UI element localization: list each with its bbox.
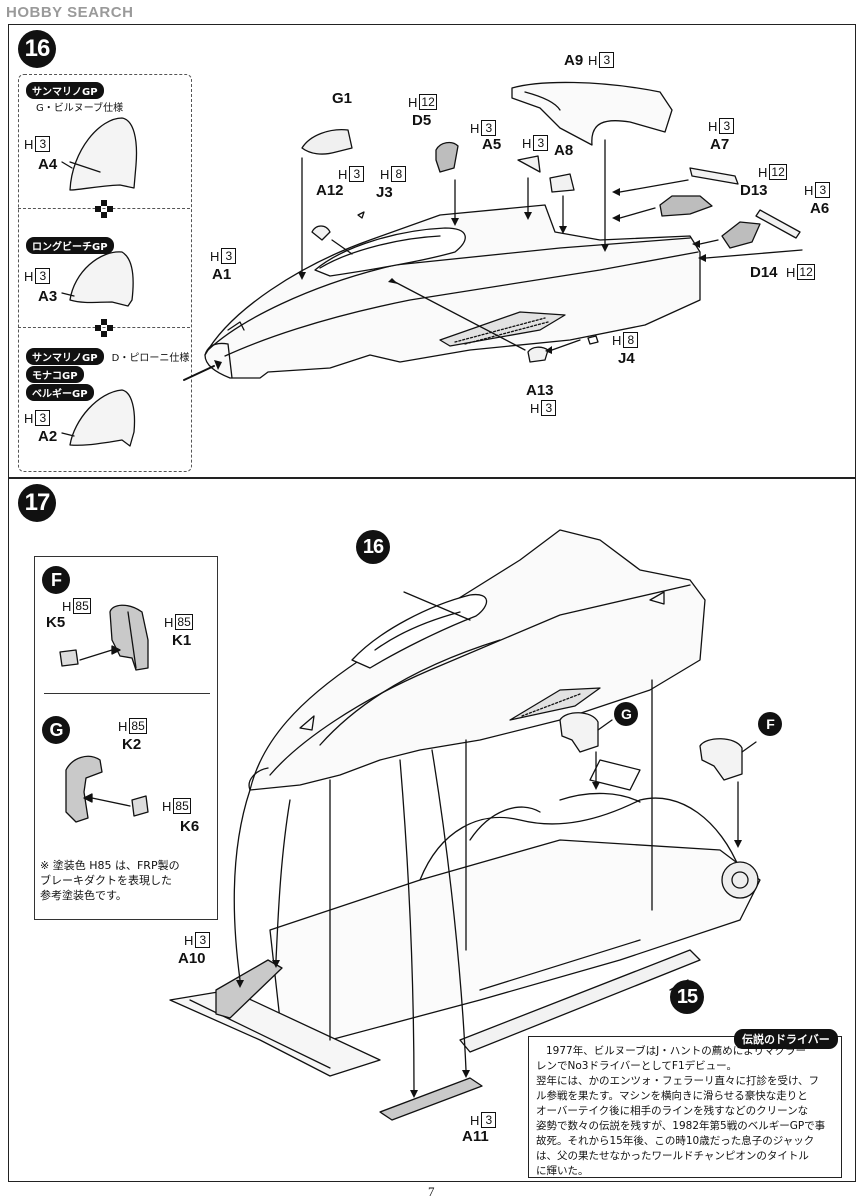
part-label-D5: D5 [412,112,432,129]
part-label-D14: D14 [750,264,778,281]
legend-line: 故死。それから15年後、この時10歳だった息子のジャック [536,1135,815,1147]
part-label-K5: K5 [46,614,66,631]
variant-1-subtitle: G・ビルヌーブ仕様 [36,103,124,114]
part-label-J3: J3 [376,184,393,201]
variant-divider-2 [18,327,190,328]
part-label-K2: K2 [122,736,142,753]
subassembly-G-label: G [42,716,70,744]
legend-line: は、父の果たせなかったワールドチャンピオンのタイトル [536,1150,809,1162]
legend-line: 姿勢で数々の伝説を残すが、1982年第5戦のベルギーGPで事 [536,1120,826,1132]
part-label-K6: K6 [180,818,200,835]
legend-title: 伝説のドライバー [734,1029,838,1049]
legend-line: ル参戦を果たす。マシンを横向きに滑らせる豪快な走りと [536,1090,808,1102]
part-label-A1: A1 [212,266,232,283]
legend-line: オーバーテイク後に相手のラインを残すなどのクリーンな [536,1105,809,1117]
race-badge: ロングビーチGP [26,237,114,254]
sub-assembly-panel [34,556,218,920]
part-label-A13: A13 [526,382,554,399]
part-label-A2: A2 [38,428,58,445]
legend-line: レンでNo3ドライバーとしてF1デビュー。 [536,1060,738,1072]
variant-3-subtitle: D・ピローニ仕様 [111,353,190,364]
legend-title-wrap: 伝説のドライバー [734,1028,838,1049]
race-badge: モナコGP [26,366,84,383]
paint-note-line: ブレーキダクトを表現した [40,874,172,887]
part-label-D13: D13 [740,182,768,199]
alternative-symbol-icon [95,200,113,222]
callout-G: G [614,702,638,726]
variant-3-badge-2: モナコGP [26,364,84,383]
race-badge: サンマリノGP [26,82,104,99]
variant-3-badge-3: ベルギーGP [26,382,94,401]
subassembly-F-label: F [42,566,70,594]
step16-frame [8,24,856,478]
race-badge: ベルギーGP [26,384,94,401]
part-label-A9: A9 [564,52,584,69]
part-label-A10: A10 [178,950,206,967]
paint-note: ※ 塗装色 H85 は、FRP製の ブレーキダクトを表現した 参考塗装色です。 [40,858,212,903]
legend-driver-box [528,1036,842,1178]
watermark-logo: HOBBY SEARCH [6,4,134,21]
part-label-G1: G1 [332,90,353,107]
sub-assembly-divider [44,693,210,694]
variant-1-header: サンマリノGP [26,80,104,99]
step17-number: 17 [18,484,56,522]
callout-F: F [758,712,782,736]
part-label-A3: A3 [38,288,58,305]
variant-divider-1 [18,208,190,209]
legend-body: 1977年、ビルヌーブはJ・ハントの薦めによりマクラー レンでNo3ドライバーと… [536,1044,834,1179]
step17-frame [8,478,856,1182]
part-label-A12: A12 [316,182,344,199]
alternative-symbol-icon [95,319,113,341]
paint-note-line: 参考塗装色です。 [40,889,127,902]
variant-2-header: ロングビーチGP [26,235,114,254]
part-label-A8: A8 [554,142,574,159]
step16-number: 16 [18,30,56,68]
race-badge: サンマリノGP [26,348,104,365]
part-label-A6: A6 [810,200,830,217]
part-label-A4: A4 [38,156,58,173]
part-label-J4: J4 [618,350,635,367]
legend-line: 1977年、ビルヌーブはJ・ハントの薦めによりマクラー [546,1045,806,1057]
legend-line: に輝いた。 [536,1165,589,1177]
part-label-A5: A5 [482,136,502,153]
callout-15: 15 [670,980,704,1014]
legend-line: 翌年には、かのエンツォ・フェラーリ直々に打診を受け、フ [536,1075,819,1087]
part-label-A7: A7 [710,136,730,153]
page-number: 7 [428,1184,435,1199]
part-label-A11: A11 [462,1128,489,1145]
paint-note-line: ※ 塗装色 H85 は、FRP製の [40,859,180,872]
part-label-K1: K1 [172,632,192,649]
variant-3-header: サンマリノGP D・ピローニ仕様 [26,346,189,365]
variant-panel [18,74,192,472]
callout-16: 16 [356,530,390,564]
